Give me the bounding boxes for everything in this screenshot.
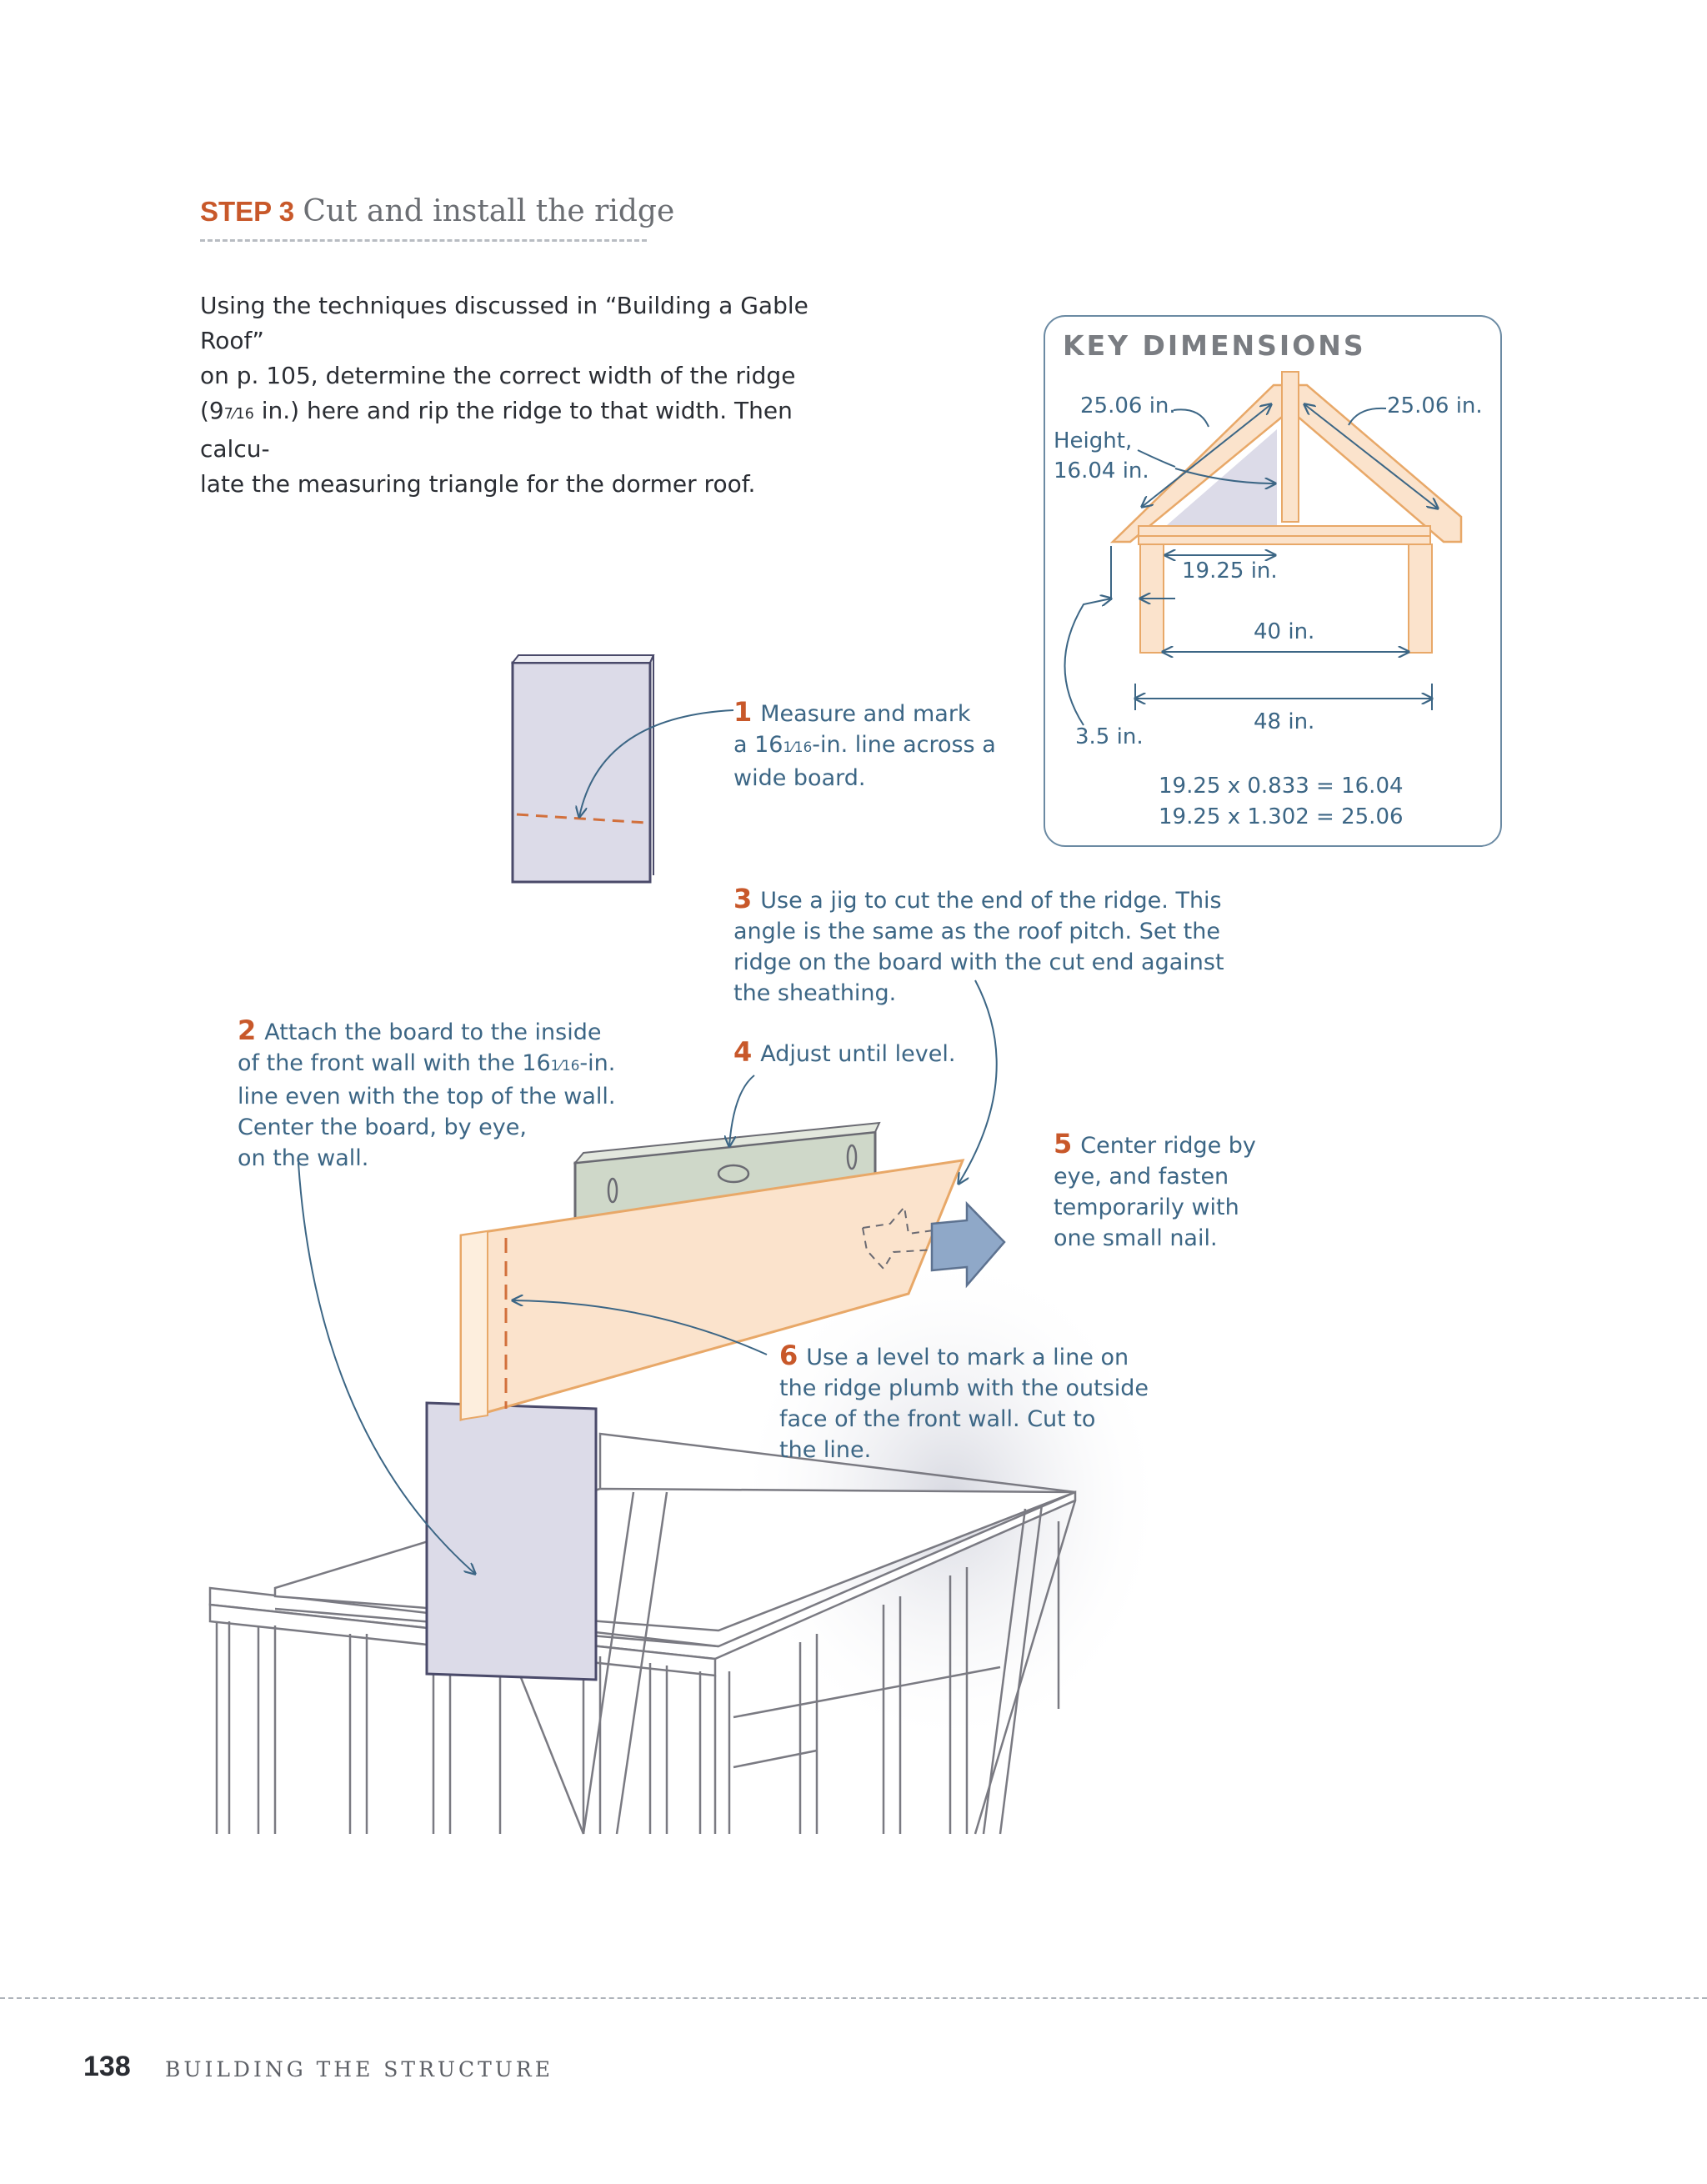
page-number: 138 [83, 2051, 131, 2082]
key-dimensions-panel [1044, 315, 1502, 847]
footer-rule [0, 1997, 1707, 1999]
height-label: Height, [1054, 428, 1133, 453]
inner-width-label: 40 in. [1254, 619, 1315, 644]
attached-board [298, 1162, 598, 1681]
gable-dimension-diagram [1064, 371, 1463, 726]
step-number: STEP 3 [200, 196, 295, 227]
stud-label: 3.5 in. [1075, 724, 1144, 749]
running-head: BUILDING THE STRUCTURE [165, 2057, 553, 2081]
rafter-left-label: 25.06 in. [1080, 393, 1176, 418]
ridge-board [459, 979, 1006, 1421]
marked-board [510, 654, 734, 884]
run-label: 19.25 in. [1182, 559, 1278, 584]
intro-paragraph: Using the techniques discussed in “Build… [200, 292, 808, 498]
calc-rafter: 19.25 x 1.302 = 25.06 [1159, 804, 1404, 829]
key-dimensions-title: KEY DIMENSIONS [1063, 329, 1366, 362]
step-title: Cut and install the ridge [303, 194, 675, 228]
height-value: 16.04 in. [1054, 458, 1149, 483]
outer-width-label: 48 in. [1254, 709, 1315, 734]
rafter-right-label: 25.06 in. [1387, 393, 1483, 418]
calc-height: 19.25 x 0.833 = 16.04 [1159, 774, 1404, 799]
heading-underline [200, 239, 647, 242]
step-heading: STEP 3 Cut and install the ridge [200, 190, 674, 233]
